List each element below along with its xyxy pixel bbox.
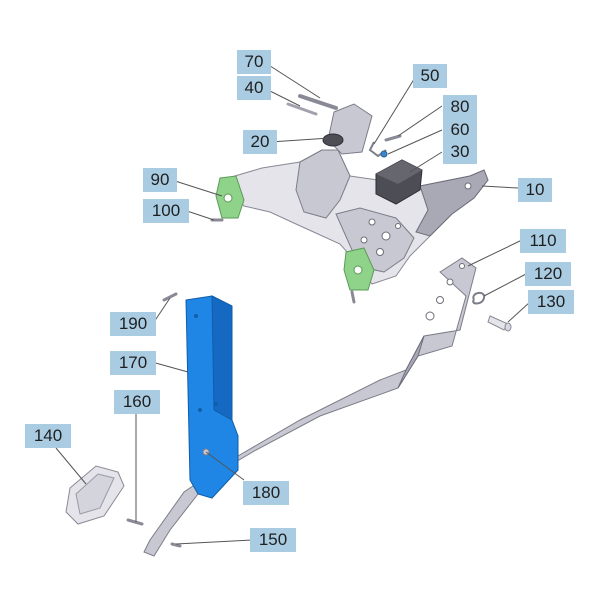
bolt-part-70[interactable]	[298, 94, 338, 110]
callout-110[interactable]: 110	[520, 229, 566, 253]
callout-170[interactable]: 170	[110, 351, 156, 375]
callout-70[interactable]: 70	[237, 50, 271, 74]
callout-130[interactable]: 130	[528, 290, 574, 314]
callout-90[interactable]: 90	[143, 168, 177, 192]
callout-100[interactable]: 100	[143, 199, 189, 223]
leader-lines	[55, 61, 531, 545]
callout-80[interactable]: 80	[443, 95, 477, 119]
callout-190[interactable]: 190	[110, 312, 156, 336]
pin-part-130[interactable]	[487, 315, 512, 332]
callout-140[interactable]: 140	[25, 424, 71, 448]
pedal-pad-part-140[interactable]	[65, 465, 125, 525]
pin-part-160[interactable]	[126, 518, 144, 526]
callout-120[interactable]: 120	[525, 262, 571, 286]
callout-150[interactable]: 150	[250, 528, 296, 552]
callout-40[interactable]: 40	[237, 76, 271, 100]
bushing-right	[343, 247, 375, 304]
switch-block-part-30[interactable]	[375, 159, 423, 205]
callout-160[interactable]: 160	[114, 390, 160, 414]
spring-part-120[interactable]	[472, 292, 486, 305]
sensor-housing-part-170[interactable]	[185, 295, 239, 499]
pedal-bracket-part-10[interactable]	[227, 149, 489, 285]
screw-part-190[interactable]	[162, 292, 178, 302]
pin-part-40[interactable]	[286, 102, 318, 116]
callout-180[interactable]: 180	[243, 481, 289, 505]
tube-part-20[interactable]	[322, 103, 373, 155]
pedal-arm-part-110[interactable]	[143, 257, 477, 557]
callout-10[interactable]: 10	[518, 178, 552, 202]
callout-50[interactable]: 50	[413, 64, 447, 88]
screw-part-150[interactable]	[170, 542, 182, 548]
washer-part-60[interactable]	[380, 150, 388, 158]
callout-30[interactable]: 30	[443, 140, 477, 164]
callout-60[interactable]: 60	[443, 118, 477, 142]
callout-20[interactable]: 20	[243, 130, 277, 154]
bushing-part-90[interactable]	[215, 175, 245, 219]
pin-part-80[interactable]	[384, 134, 402, 142]
